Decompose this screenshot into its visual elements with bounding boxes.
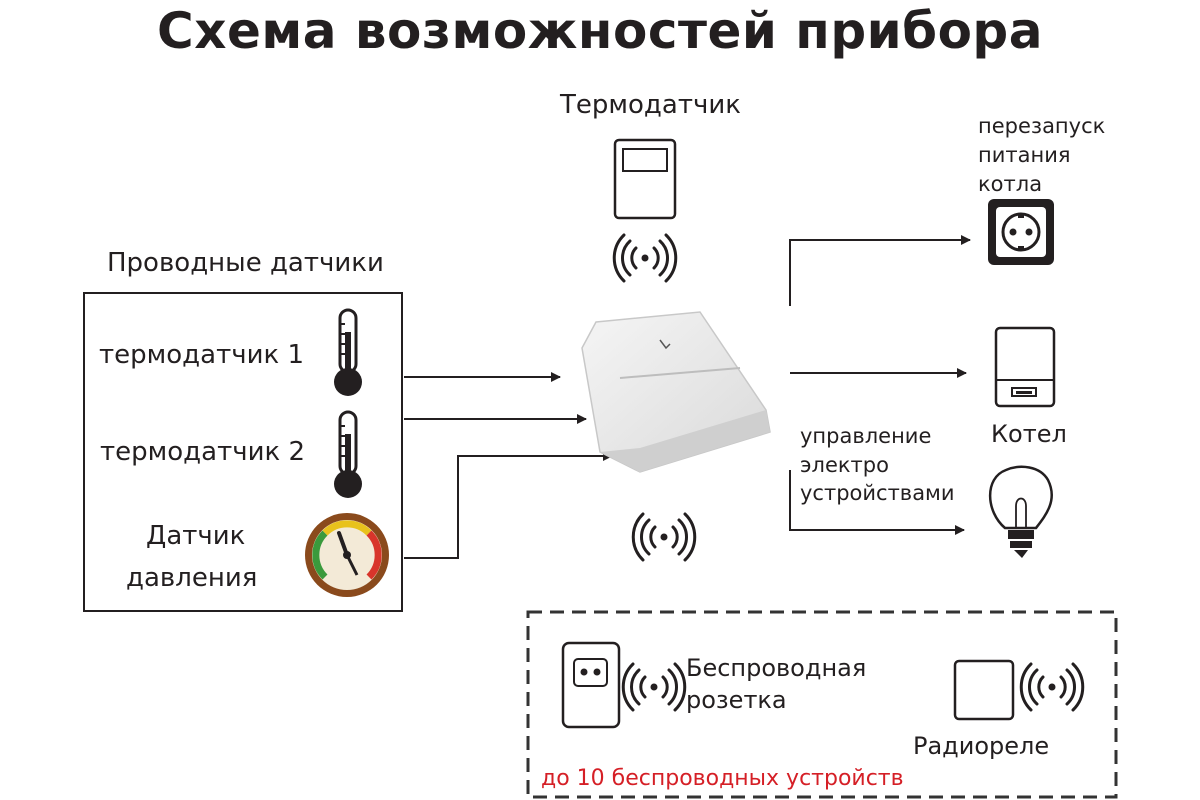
wireless-socket-icon [561,641,621,729]
pressure-gauge-icon [305,513,389,597]
thermometer-icon [334,308,362,396]
wireless-limit-note: до 10 беспроводных устройств [541,766,904,791]
boiler-icon [994,326,1056,408]
pressure-label-line2: давления [126,563,258,593]
socket-label-line1: Беспроводная [686,654,867,682]
wired-sensors-box [83,292,403,612]
wireless-signal-icon [631,512,697,562]
diagram-title: Схема возможностей прибора [157,2,1043,60]
control-label-line3: устройствами [800,481,955,505]
controller-device-icon [581,311,771,473]
sensor2-label: термодатчик 2 [100,437,305,467]
thermometer-icon [334,410,362,498]
connection-arrow [789,470,965,535]
power-outlet-icon [988,199,1054,265]
pressure-label-line1: Датчик [146,521,246,551]
light-bulb-icon [988,465,1053,558]
wireless-signal-icon [612,233,678,283]
socket-label-line2: розетка [686,686,787,714]
wireless-signal-icon [621,662,687,712]
wired-sensors-heading: Проводные датчики [107,248,384,278]
relay-label: Радиореле [913,732,1050,760]
control-label-line1: управление [800,424,932,448]
restart-label-line1: перезапуск [978,114,1106,138]
sensor1-label: термодатчик 1 [99,340,304,370]
radio-relay-icon [953,659,1015,721]
restart-label-line2: питания [978,143,1071,167]
connection-arrow [789,235,971,306]
boiler-label: Котел [991,420,1067,448]
connection-arrow [404,451,613,559]
control-label-line2: электро [800,453,889,477]
wall-thermostat-icon [613,138,677,220]
wireless-signal-icon [1019,662,1085,712]
thermostat-top-label: Термодатчик [560,90,741,120]
restart-label-line3: котла [978,172,1043,196]
wireless-devices-region [526,610,1118,799]
